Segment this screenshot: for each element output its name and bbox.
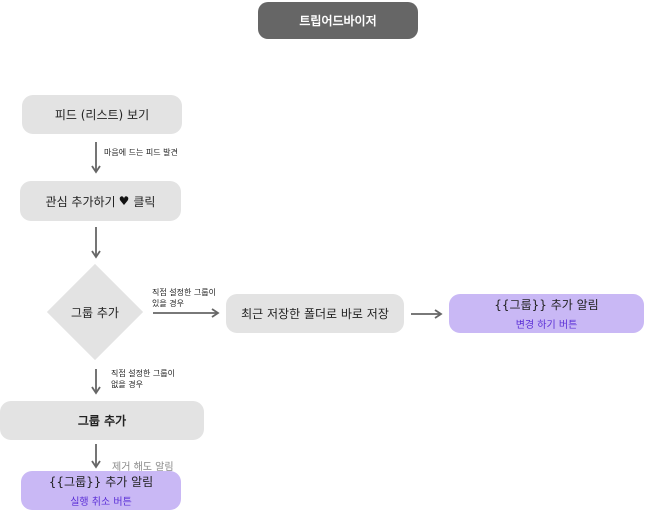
no-group-line1: 직접 설정한 그룹이 <box>111 369 175 378</box>
found-feed-text: 마음에 드는 피드 발견 <box>104 148 178 157</box>
has-group-line2: 있을 경우 <box>152 299 184 308</box>
removed-notify-text: 제거 해도 알림 <box>112 462 174 473</box>
diagram-title: 트립어드바이저 <box>258 2 418 39</box>
save-recent-folder-step: 최근 저장한 폴더로 바로 저장 <box>226 294 404 333</box>
removed-notify-note: 제거 해도 알림 <box>112 458 174 473</box>
notify-undo-main: {{그룹}} 추가 알림 <box>48 475 154 489</box>
click-label: 클릭 <box>133 194 156 209</box>
view-feed-label: 피드 (리스트) 보기 <box>54 108 150 122</box>
no-group-note: 직접 설정한 그룹이 없을 경우 <box>111 368 175 390</box>
group-add-step: 그룹 추가 <box>0 401 204 440</box>
group-add-decision: 그룹 추가 <box>46 263 144 361</box>
decision-label: 그룹 추가 <box>71 305 119 320</box>
has-group-note: 직접 설정한 그룹이 있을 경우 <box>152 287 216 309</box>
notify-undo-box: {{그룹}} 추가 알림 실행 취소 버튼 <box>21 471 181 510</box>
undo-button-label: 실행 취소 버튼 <box>70 497 132 508</box>
has-group-line1: 직접 설정한 그룹이 <box>152 288 216 297</box>
view-feed-step: 피드 (리스트) 보기 <box>22 95 182 134</box>
add-interest-label: 관심 추가하기 <box>45 194 116 209</box>
change-button-label: 변경 하기 버튼 <box>515 320 578 331</box>
notify-change-box: {{그룹}} 추가 알림 변경 하기 버튼 <box>449 294 644 333</box>
group-add-label: 그룹 추가 <box>77 414 127 428</box>
heart-icon: ♥ <box>118 194 130 208</box>
found-feed-note: 마음에 드는 피드 발견 <box>104 147 178 158</box>
no-group-line2: 없을 경우 <box>111 380 143 389</box>
add-interest-step: 관심 추가하기 ♥ 클릭 <box>20 181 181 221</box>
save-recent-label: 최근 저장한 폴더로 바로 저장 <box>241 307 389 321</box>
notify-change-main: {{그룹}} 추가 알림 <box>494 298 599 312</box>
